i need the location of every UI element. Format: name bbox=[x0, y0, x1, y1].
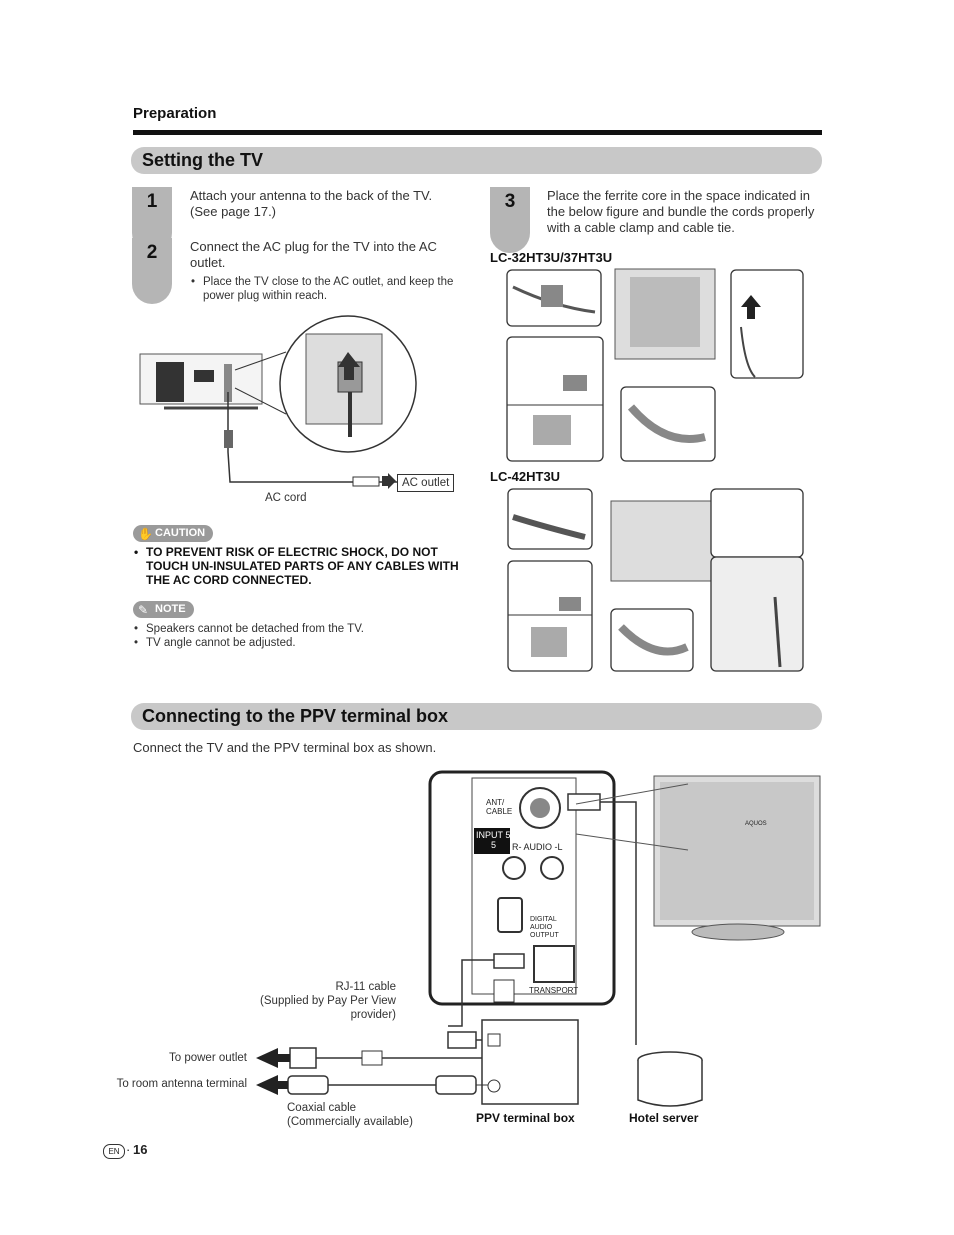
ppv-heading-bar: Connecting to the PPV terminal box bbox=[131, 703, 822, 730]
note-item-2: TV angle cannot be adjusted. bbox=[146, 637, 296, 649]
ppv-intro: Connect the TV and the PPV terminal box … bbox=[133, 740, 437, 755]
ppv-box-label: PPV terminal box bbox=[476, 1111, 575, 1125]
aquos-logo-text: AQUOS bbox=[745, 821, 767, 827]
ac-cord-label: AC cord bbox=[265, 492, 307, 504]
digital-audio-label: DIGITAL AUDIO OUTPUT bbox=[530, 916, 559, 939]
setting-tv-heading-bar: Setting the TV bbox=[131, 147, 822, 174]
rj11-label: RJ-11 cable(Supplied by Pay Per View pro… bbox=[260, 981, 396, 1021]
coax-label: Coaxial cable(Commercially available) bbox=[287, 1102, 413, 1128]
model-label-2: LC-42HT3U bbox=[490, 469, 561, 484]
transport-label: TRANSPORT bbox=[529, 986, 579, 995]
hotel-server-label: Hotel server bbox=[629, 1111, 699, 1125]
model-label-1: LC-32HT3U/37HT3U bbox=[490, 250, 613, 265]
note-item-1: Speakers cannot be detached from the TV. bbox=[146, 623, 365, 635]
step-2-tab: 2 bbox=[132, 238, 172, 304]
power-outlet-label: To power outlet bbox=[169, 1052, 247, 1064]
ppv-title: Connecting to the PPV terminal box bbox=[142, 706, 449, 726]
step-2-text: Connect the AC plug for the TV into the … bbox=[190, 239, 437, 270]
input5-num: 5 bbox=[491, 840, 497, 850]
bullet-dot: • bbox=[134, 623, 139, 635]
ppv-connection-diagram bbox=[256, 770, 821, 1107]
step-2-bullet: Place the TV close to the AC outlet, and… bbox=[203, 276, 454, 302]
hand-icon: ✋ bbox=[138, 527, 153, 541]
page-number: 16 bbox=[133, 1142, 148, 1157]
ferrite-figure-32-37 bbox=[506, 268, 804, 462]
input5-label: INPUT 5 bbox=[476, 830, 511, 840]
setting-tv-title: Setting the TV bbox=[142, 150, 263, 170]
ac-connection-illustration bbox=[139, 315, 428, 489]
audio-label: R- AUDIO -L bbox=[512, 842, 563, 852]
footer-dot: · bbox=[126, 1142, 131, 1157]
ant-cable-label: ANT/ CABLE bbox=[486, 798, 513, 816]
ferrite-figure-42 bbox=[507, 488, 804, 672]
bullet-dot: • bbox=[134, 637, 139, 649]
step-3-text: Place the ferrite core in the space indi… bbox=[547, 188, 815, 235]
ac-outlet-label: AC outlet bbox=[397, 474, 455, 492]
step-3-tab: 3 bbox=[490, 187, 530, 253]
note-badge: ✎NOTE bbox=[133, 601, 194, 618]
pencil-icon: ✎ bbox=[138, 603, 149, 617]
antenna-terminal-label: To room antenna terminal bbox=[116, 1078, 247, 1090]
header-rule bbox=[133, 130, 822, 135]
language-badge: EN bbox=[103, 1144, 125, 1159]
caution-badge: ✋CAUTION bbox=[133, 525, 214, 542]
section-label: Preparation bbox=[133, 105, 217, 122]
bullet-dot: • bbox=[134, 545, 139, 559]
step-1-text: Attach your antenna to the back of the T… bbox=[190, 188, 433, 219]
caution-text: TO PREVENT RISK OF ELECTRIC SHOCK, DO NO… bbox=[146, 545, 459, 587]
bullet-dot: • bbox=[191, 276, 196, 288]
